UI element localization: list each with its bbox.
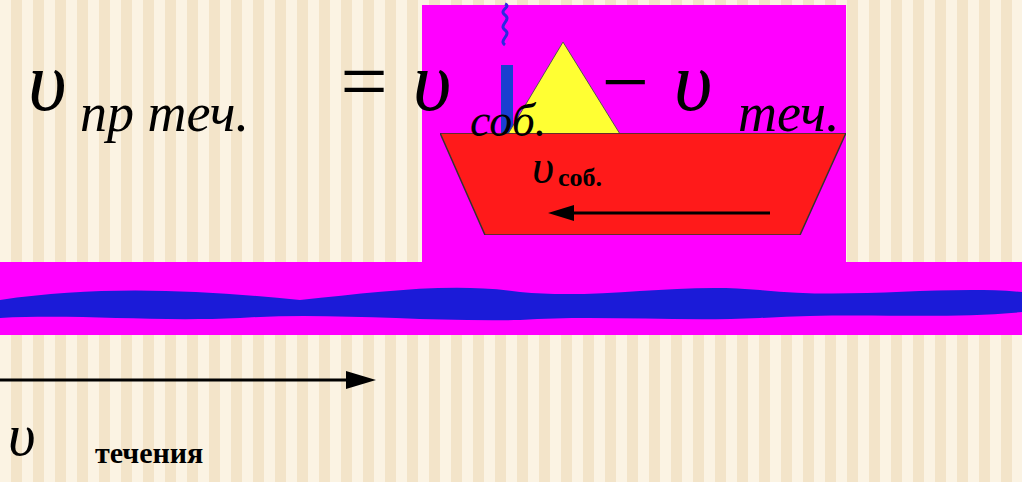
current-arrow [0, 379, 350, 382]
current-arrow-head [346, 371, 376, 389]
node-text-row: υсоб. [532, 143, 606, 191]
boat-hull: υсоб. [440, 133, 846, 235]
current-caption: течения [95, 438, 203, 468]
velocity-symbol: υ [8, 405, 36, 465]
subscript: пр теч. [80, 86, 249, 140]
smoke [503, 4, 507, 45]
water-wave [0, 288, 1022, 320]
subscript: теч. [738, 86, 840, 140]
hull-outline [440, 133, 846, 235]
formula-term: − υ [596, 40, 712, 124]
river-band [0, 262, 1022, 335]
velocity-symbol: υ [28, 40, 67, 124]
subscript: соб. [558, 165, 602, 191]
boat-picture-ground [422, 5, 846, 262]
formula-term: = υ [335, 40, 451, 124]
subscript: соб. [470, 98, 546, 144]
velocity-symbol: υ [532, 143, 554, 191]
